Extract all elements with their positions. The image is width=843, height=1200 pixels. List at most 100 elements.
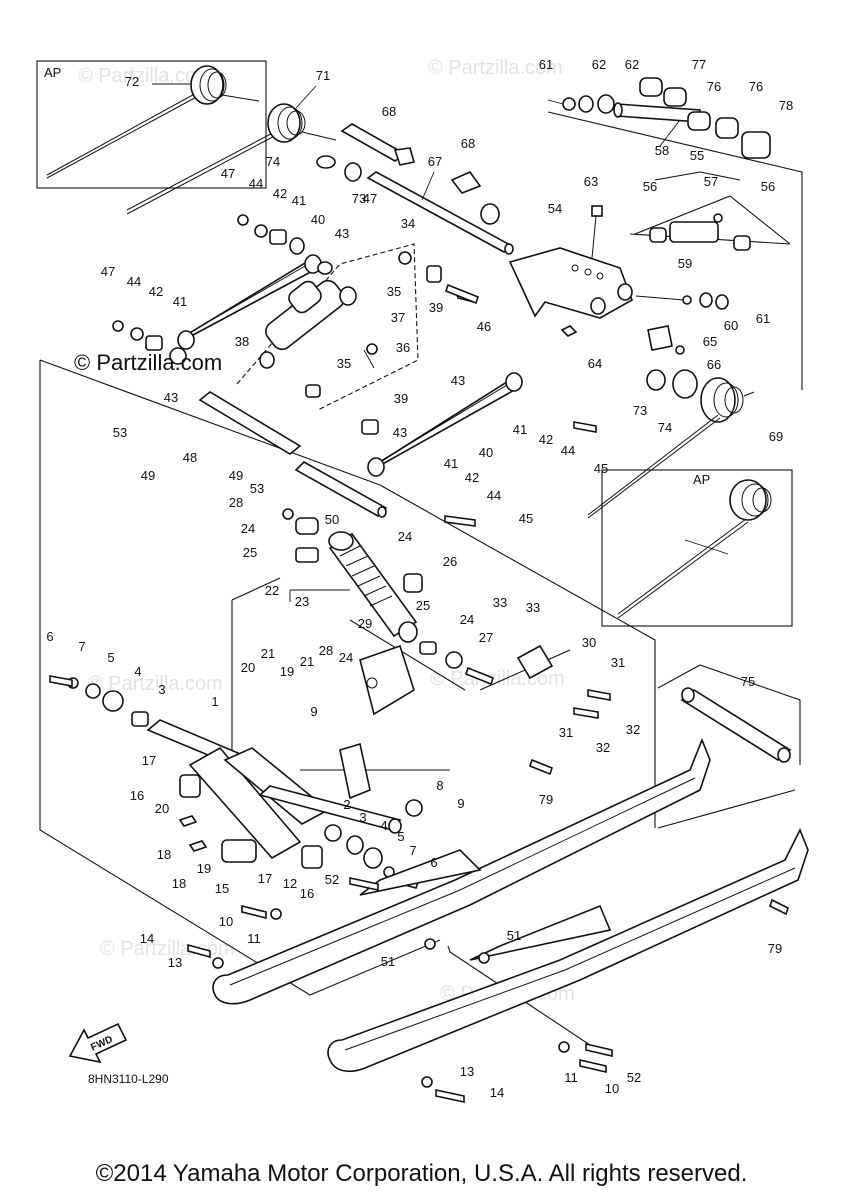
- callout-41: 41: [292, 193, 306, 208]
- shock-absorber-38: [259, 279, 378, 369]
- bushings-35-39: [305, 251, 476, 435]
- callout-79: 79: [539, 792, 553, 807]
- callout-79: 79: [768, 941, 782, 956]
- callout-58: 58: [655, 143, 669, 158]
- callout-49: 49: [229, 468, 243, 483]
- callout-22: 22: [265, 583, 279, 598]
- callout-24: 24: [460, 612, 474, 627]
- callout-56: 56: [643, 179, 657, 194]
- callout-19: 19: [280, 664, 294, 679]
- callout-25: 25: [243, 545, 257, 560]
- callout-7: 7: [409, 843, 416, 858]
- callout-43: 43: [393, 425, 407, 440]
- callout-14: 14: [140, 931, 154, 946]
- callout-6: 6: [430, 855, 437, 870]
- front-arm-shaft-67: [316, 123, 514, 255]
- copyright-notice: ©2014 Yamaha Motor Corporation, U.S.A. A…: [95, 1160, 748, 1187]
- callout-55: 55: [690, 148, 704, 163]
- inset-box-spring-70: AP: [601, 469, 793, 627]
- callout-71: 71: [316, 68, 330, 83]
- callout-62: 62: [592, 57, 606, 72]
- callout-28: 28: [229, 495, 243, 510]
- callout-67: 67: [428, 154, 442, 169]
- callout-65: 65: [703, 334, 717, 349]
- callout-57: 57: [704, 174, 718, 189]
- callout-14: 14: [490, 1085, 504, 1100]
- bushing-stack-left: [112, 214, 333, 365]
- front-arm-1: [67, 677, 423, 889]
- callout-56: 56: [761, 179, 775, 194]
- callout-31: 31: [611, 655, 625, 670]
- callout-6: 6: [46, 629, 53, 644]
- callout-42: 42: [273, 186, 287, 201]
- callout-3: 3: [359, 810, 366, 825]
- callout-53: 53: [113, 425, 127, 440]
- shaft-50: [198, 391, 388, 518]
- callout-68: 68: [461, 136, 475, 151]
- slide-rail-right: [327, 828, 809, 1073]
- callout-3: 3: [158, 682, 165, 697]
- callout-9: 9: [310, 704, 317, 719]
- callout-18: 18: [172, 876, 186, 891]
- callout-26: 26: [443, 554, 457, 569]
- fwd-arrow-icon: FWD: [68, 1022, 128, 1064]
- callout-48: 48: [183, 450, 197, 465]
- callout-42: 42: [539, 432, 553, 447]
- callout-72: 72: [125, 74, 139, 89]
- inset-tag: AP: [44, 65, 61, 80]
- callout-12: 12: [283, 876, 297, 891]
- callout-42: 42: [465, 470, 479, 485]
- callout-17: 17: [142, 753, 156, 768]
- callout-24: 24: [339, 650, 353, 665]
- callout-41: 41: [513, 422, 527, 437]
- callout-66: 66: [707, 357, 721, 372]
- callout-7: 7: [78, 639, 85, 654]
- callout-47: 47: [363, 191, 377, 206]
- callout-19: 19: [197, 861, 211, 876]
- callout-39: 39: [429, 300, 443, 315]
- callout-24: 24: [398, 529, 412, 544]
- callout-78: 78: [779, 98, 793, 113]
- callout-41: 41: [444, 456, 458, 471]
- callout-51: 51: [381, 954, 395, 969]
- callout-29: 29: [358, 616, 372, 631]
- callout-15: 15: [215, 881, 229, 896]
- callout-5: 5: [107, 650, 114, 665]
- callout-73: 73: [352, 191, 366, 206]
- callout-17: 17: [258, 871, 272, 886]
- callout-38: 38: [235, 334, 249, 349]
- watermark-text: © Partzilla.com: [78, 65, 213, 87]
- callout-40: 40: [479, 445, 493, 460]
- callout-20: 20: [241, 660, 255, 675]
- assembly-frame-lines: [39, 111, 803, 1056]
- callout-47: 47: [101, 264, 115, 279]
- watermark-text: © Partzilla.com: [88, 673, 223, 695]
- callout-33: 33: [493, 595, 507, 610]
- callout-74: 74: [266, 154, 280, 169]
- washers-59-61: [635, 292, 729, 310]
- callout-53: 53: [250, 481, 264, 496]
- axle-75: [680, 687, 792, 763]
- inset-box-spring-72: AP: [36, 60, 267, 189]
- rear-arm-40-lower: [367, 372, 523, 477]
- callout-75: 75: [741, 674, 755, 689]
- site-watermark: © Partzilla.com: [74, 350, 223, 375]
- callout-45: 45: [594, 461, 608, 476]
- callout-45: 45: [519, 511, 533, 526]
- callout-24: 24: [241, 521, 255, 536]
- diagram-code: 8HN3110-L290: [88, 1072, 169, 1086]
- callout-61: 61: [539, 57, 553, 72]
- callout-62: 62: [625, 57, 639, 72]
- callout-35: 35: [337, 356, 351, 371]
- callout-32: 32: [626, 722, 640, 737]
- callout-37: 37: [391, 310, 405, 325]
- callout-47: 47: [221, 166, 235, 181]
- callout-44: 44: [127, 274, 141, 289]
- callout-43: 43: [335, 226, 349, 241]
- coil-spring-71: [126, 85, 337, 215]
- callout-10: 10: [219, 914, 233, 929]
- callout-33: 33: [526, 600, 540, 615]
- watermark-text: © Partzilla.com: [430, 668, 565, 690]
- callout-35: 35: [387, 284, 401, 299]
